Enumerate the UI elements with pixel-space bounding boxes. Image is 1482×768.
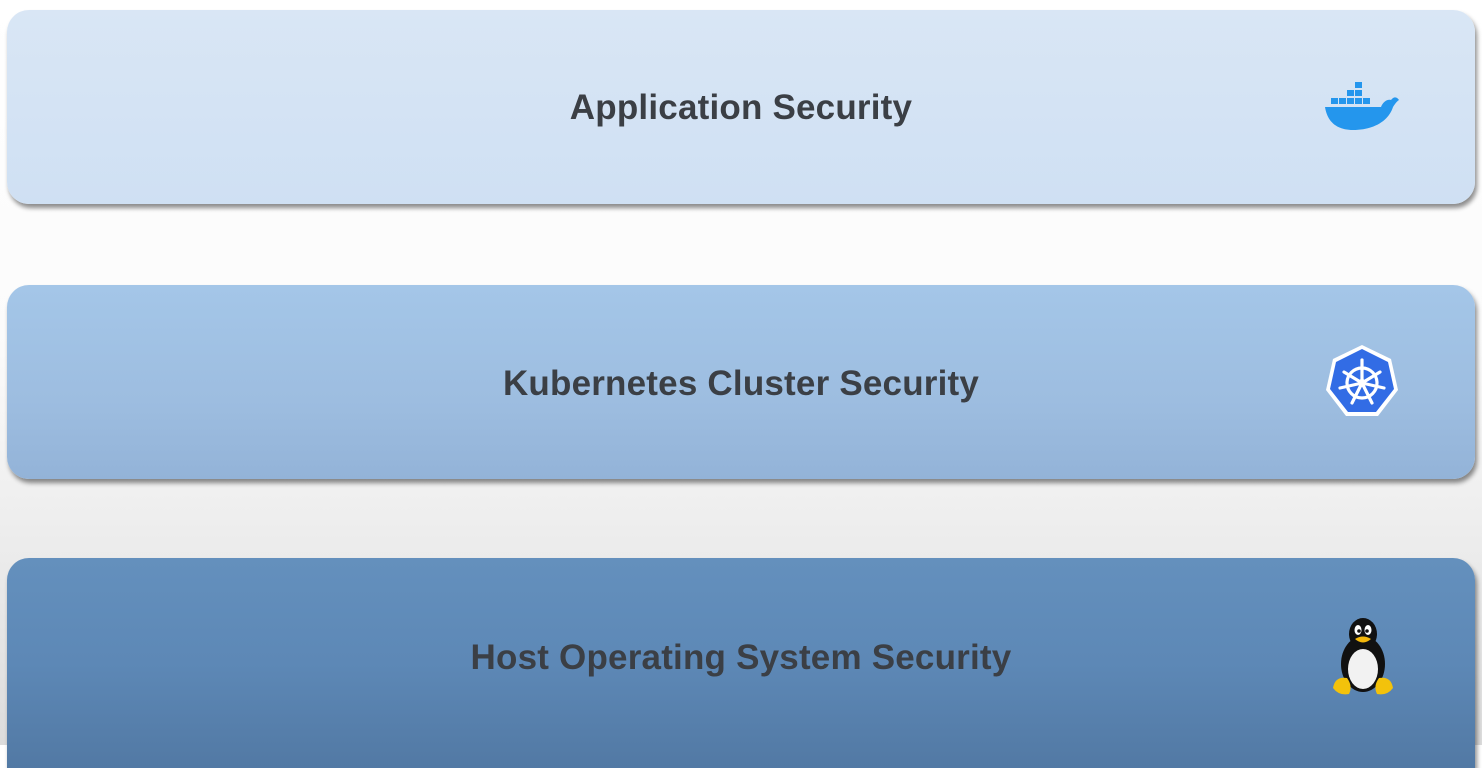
layer-label-host-os-security: Host Operating System Security — [470, 638, 1012, 677]
kubernetes-cluster-security-layer: Kubernetes Cluster Security — [7, 285, 1475, 479]
linux-tux-icon — [1333, 618, 1393, 695]
docker-icon — [1325, 82, 1399, 130]
application-security-layer: Application Security — [7, 10, 1475, 204]
kubernetes-icon — [1326, 345, 1398, 416]
layer-label-application-security: Application Security — [569, 88, 913, 127]
layer-label-kubernetes-cluster-security: Kubernetes Cluster Security — [502, 364, 980, 403]
host-os-security-layer: Host Operating System Security — [7, 558, 1475, 768]
